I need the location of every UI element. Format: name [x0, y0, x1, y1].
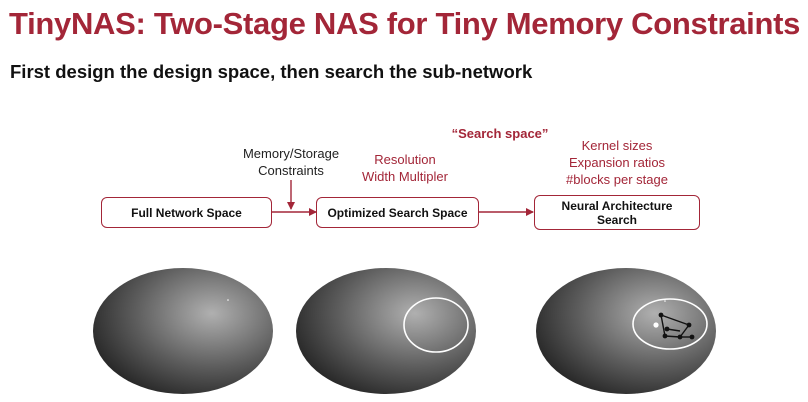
blocks-per-stage-label: #blocks per stage [566, 172, 668, 187]
width-multiplier-label: Width Multipler [362, 169, 448, 184]
nas-tiny-point [664, 300, 666, 302]
nas-label-line-2: Search [596, 212, 638, 227]
nas-items: Kernel sizes Expansion ratios #blocks pe… [545, 137, 689, 188]
graph-node [686, 322, 692, 328]
full-space-ellipse [93, 268, 273, 394]
expansion-ratios-label: Expansion ratios [568, 155, 666, 170]
memory-constraints-line-1: Memory/Storage [242, 146, 340, 161]
graph-node [664, 326, 670, 332]
graph-node [689, 334, 695, 340]
optimized-space-ellipse [296, 268, 476, 394]
slide-subtitle: First design the design space, then sear… [10, 61, 533, 82]
full-network-space-label: Full Network Space [131, 205, 242, 220]
optimized-subspace-ring [403, 297, 469, 353]
kernel-sizes-label: Kernel sizes [581, 138, 653, 153]
full-network-space-box: Full Network Space [101, 197, 272, 228]
slide-title: TinyNAS: Two-Stage NAS for Tiny Memory C… [9, 6, 801, 41]
graph-node [658, 312, 664, 318]
graph-node [677, 334, 683, 340]
optimized-search-space-box: Optimized Search Space [316, 197, 479, 228]
resolution-label: Resolution [374, 152, 436, 167]
nas-box: Neural Architecture Search [534, 195, 700, 230]
search-graph [653, 312, 695, 340]
search-space-heading: “Search space” [451, 126, 549, 141]
optimized-search-space-label: Optimized Search Space [327, 205, 468, 220]
graph-node [662, 333, 668, 339]
nas-label-line-1: Neural Architecture [561, 198, 673, 213]
full-space-point [227, 299, 229, 301]
search-space-items: Resolution Width Multipler [348, 151, 462, 185]
memory-constraints-line-2: Constraints [258, 163, 324, 178]
memory-constraints-label: Memory/Storage Constraints [232, 145, 350, 179]
nas-space-ellipse [536, 268, 716, 394]
nas-subspace-ring [632, 298, 708, 350]
graph-node-highlight [653, 322, 659, 328]
